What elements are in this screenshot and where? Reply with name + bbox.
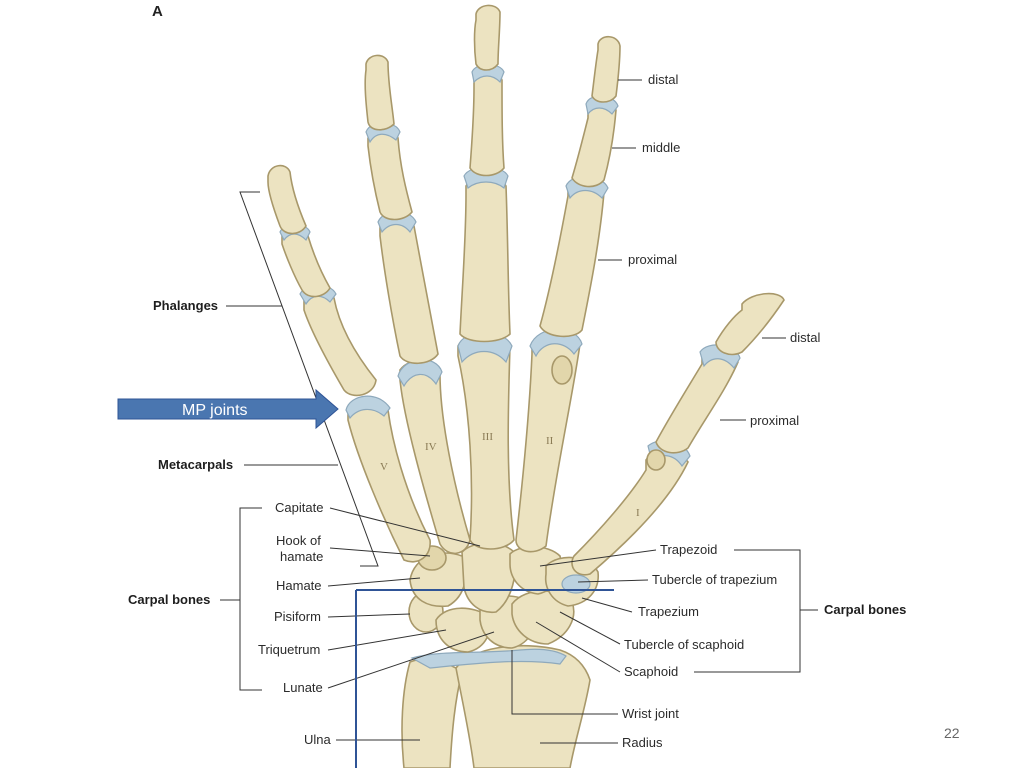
mp-joints-label: MP joints [182,402,248,419]
proximal-phalanx-i [655,348,739,454]
distal-phalanx-v [267,164,307,235]
proximal-phalanx-v [303,288,377,397]
label-middle: middle [642,140,680,155]
numeral-v: V [380,461,388,473]
carpal-bracket-left [239,507,262,691]
numeral-iv: IV [425,441,437,453]
mp-joints-arrow[interactable] [117,388,339,430]
forearm-bones [401,644,591,768]
metacarpals [345,328,691,576]
label-scaphoid: Scaphoid [624,664,678,679]
page-number: 22 [944,725,960,741]
label-carpal-bones-right: Carpal bones [824,602,906,617]
label-trapezium: Trapezium [638,604,699,619]
sesamoid-bone [646,449,666,471]
label-distal: distal [648,72,678,87]
label-tubercle-of-scaphoid: Tubercle of scaphoid [624,637,744,652]
mp-joint-v-cartilage [345,395,391,420]
label-phalanges: Phalanges [153,298,218,313]
phalanges-bracket [239,191,379,567]
middle-phalanx-iii [469,71,505,177]
distal-phalanx-iv [364,54,395,131]
figure-letter: A [152,3,163,20]
distal-phalanx-ii [591,35,621,103]
distal-phalanx-i [715,292,785,356]
proximal-phalanx-iv [379,216,439,365]
label-carpal-bones-left: Carpal bones [128,592,210,607]
carpal-bracket-right [694,549,801,673]
phalanges [267,4,785,454]
finger-phalanx-labels: distal middle proximal distal proximal [598,72,820,428]
middle-phalanx-ii [571,101,617,188]
label-hook-of-hamate-2: hamate [280,549,323,564]
numeral-iii: III [482,431,493,443]
label-thumb-distal: distal [790,330,820,345]
label-ulna: Ulna [304,732,332,747]
label-hook-of-hamate-1: Hook of [276,533,321,548]
label-thumb-proximal: proximal [750,413,799,428]
slide-annotations: MP joints [117,388,614,768]
label-radius: Radius [622,735,663,750]
label-hamate: Hamate [276,578,322,593]
label-lunate: Lunate [283,680,323,695]
numeral-i: I [636,507,640,519]
right-labels: Trapezoid Tubercle of trapezium Trapeziu… [511,542,906,750]
ulna-bone [401,658,463,768]
middle-phalanx-iv [367,128,413,221]
label-metacarpals: Metacarpals [158,457,233,472]
label-capitate: Capitate [275,500,323,515]
distal-phalanx-iii [473,4,501,71]
wrist-cartilage [410,648,567,669]
label-trapezoid: Trapezoid [660,542,717,557]
metacarpal-ii-tubercle [551,355,573,385]
label-wrist-joint: Wrist joint [622,706,679,721]
proximal-phalanx-ii [539,179,605,338]
label-triquetrum: Triquetrum [258,642,320,657]
metacarpal-numerals: V IV III II I [380,431,640,519]
numeral-ii: II [546,435,554,447]
carpal-bones [408,542,599,653]
label-tubercle-of-trapezium: Tubercle of trapezium [652,572,777,587]
tubercle-of-trapezium [561,574,591,594]
label-proximal: proximal [628,252,677,267]
proximal-phalanx-iii [459,176,511,343]
label-pisiform: Pisiform [274,609,321,624]
